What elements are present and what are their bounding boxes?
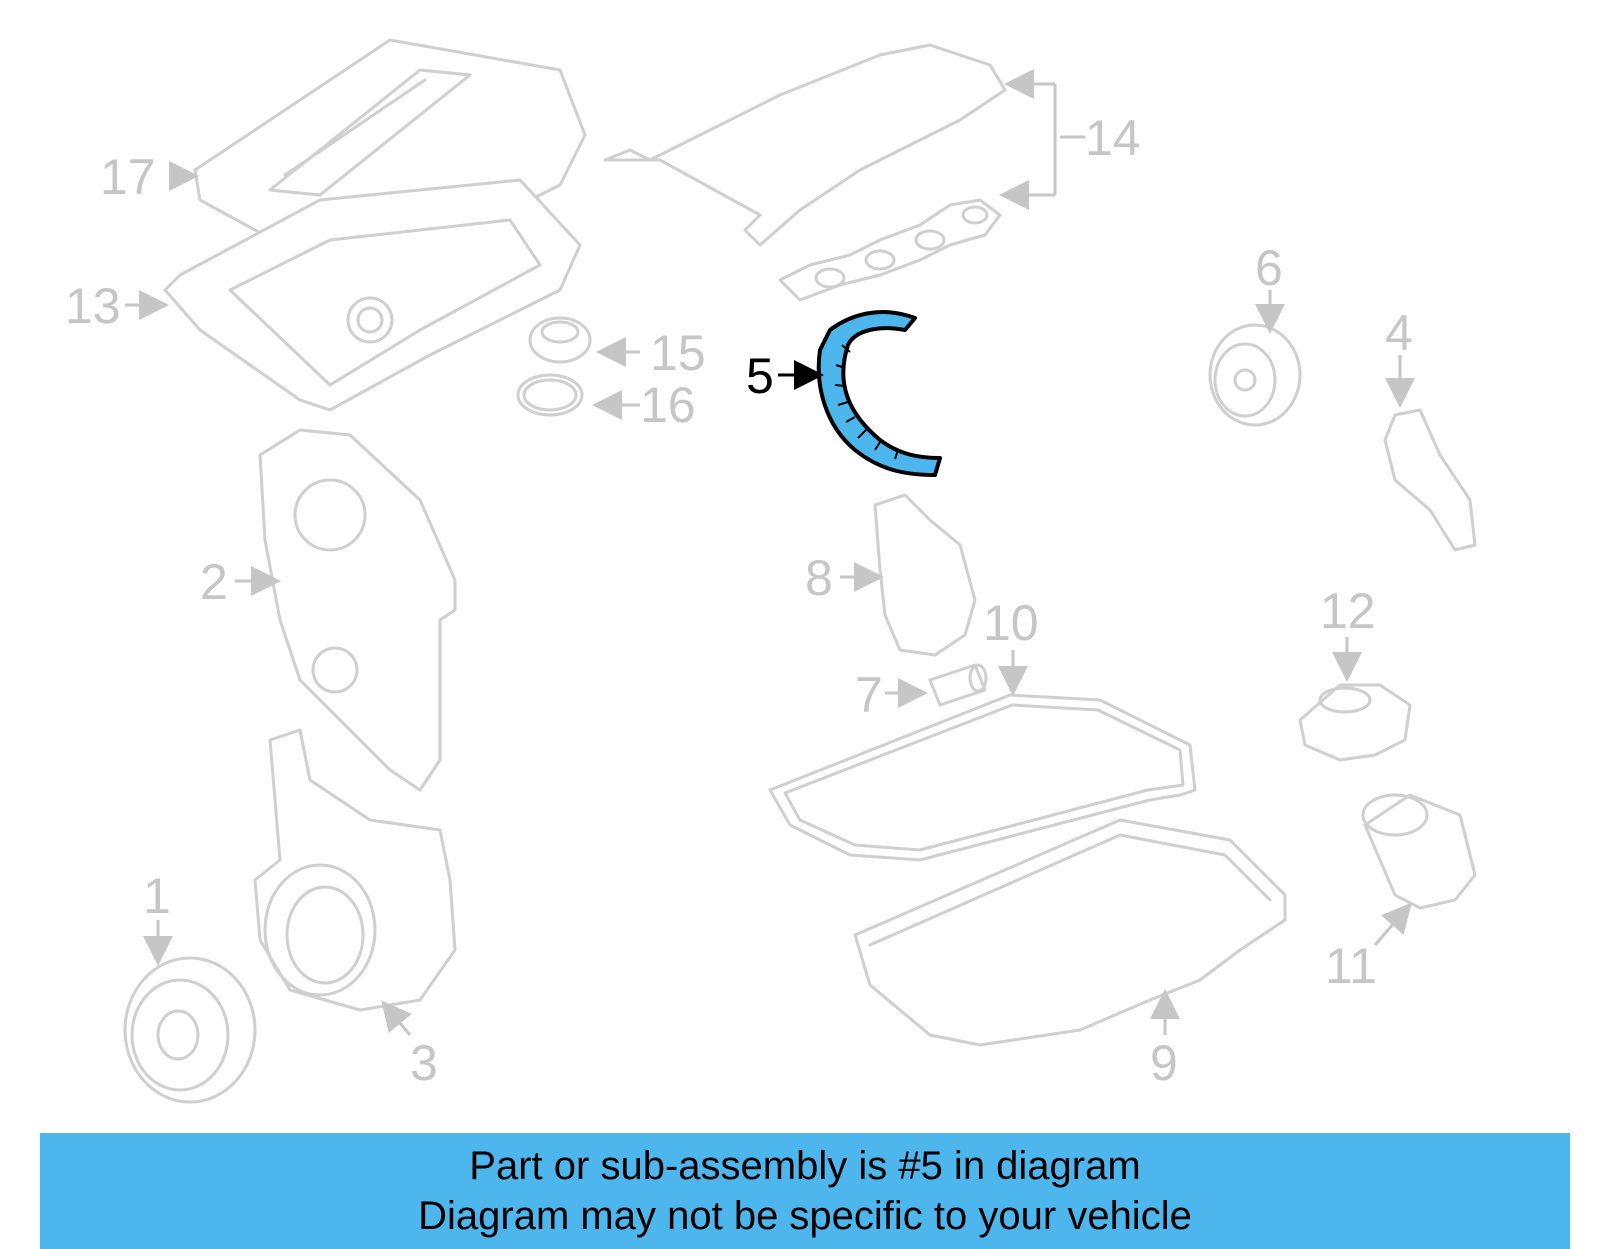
callout-17: 17 bbox=[100, 149, 156, 205]
banner-line-part-number: Part or sub-assembly is #5 in diagram bbox=[469, 1144, 1141, 1188]
callout-11: 11 bbox=[1325, 938, 1377, 994]
callout-16: 16 bbox=[640, 377, 696, 433]
crank-pulley-part bbox=[123, 956, 257, 1104]
valve-cover-gasket-part bbox=[603, 43, 1007, 302]
callout-8: 8 bbox=[805, 550, 833, 606]
highlighted-gasket-part-5 bbox=[816, 310, 942, 477]
oil-cap-seal-part bbox=[516, 373, 584, 417]
valve-cover-part bbox=[163, 178, 582, 412]
leader-lines bbox=[125, 69, 1415, 1036]
info-banner: Part or sub-assembly is #5 in diagram Di… bbox=[40, 1133, 1570, 1249]
callout-7: 7 bbox=[855, 667, 883, 723]
callout-15: 15 bbox=[650, 325, 706, 381]
callout-labels: 17 13 15 16 14 5 6 4 2 8 10 7 12 11 9 1 … bbox=[65, 110, 1413, 1091]
callout-1: 1 bbox=[143, 868, 171, 924]
oil-filter-housing-part bbox=[1298, 683, 1412, 762]
callout-4: 4 bbox=[1385, 305, 1413, 361]
sleeve-part bbox=[928, 663, 988, 707]
oil-cap-part bbox=[528, 316, 592, 364]
callout-3: 3 bbox=[410, 1035, 438, 1091]
callout-13: 13 bbox=[65, 278, 121, 334]
callout-12: 12 bbox=[1320, 583, 1376, 639]
oil-pump-part bbox=[873, 493, 977, 657]
idler-pulley-part bbox=[1208, 323, 1302, 427]
banner-line-disclaimer: Diagram may not be specific to your vehi… bbox=[418, 1194, 1192, 1238]
callout-9: 9 bbox=[1150, 1035, 1178, 1091]
oil-pan-gasket-part bbox=[768, 693, 1197, 862]
callout-14: 14 bbox=[1085, 110, 1141, 166]
leader-11 bbox=[1373, 902, 1412, 946]
timing-cover-lower-part bbox=[253, 728, 457, 1012]
oil-pan-part bbox=[853, 818, 1287, 1047]
timing-cover-upper-part bbox=[258, 428, 457, 792]
oil-filter-part bbox=[1361, 793, 1477, 910]
bracket-part bbox=[1383, 408, 1477, 552]
callout-5: 5 bbox=[746, 348, 774, 404]
callout-6: 6 bbox=[1255, 240, 1283, 296]
leader-3 bbox=[381, 1000, 412, 1036]
callout-2: 2 bbox=[200, 554, 228, 610]
callout-10: 10 bbox=[983, 595, 1039, 651]
